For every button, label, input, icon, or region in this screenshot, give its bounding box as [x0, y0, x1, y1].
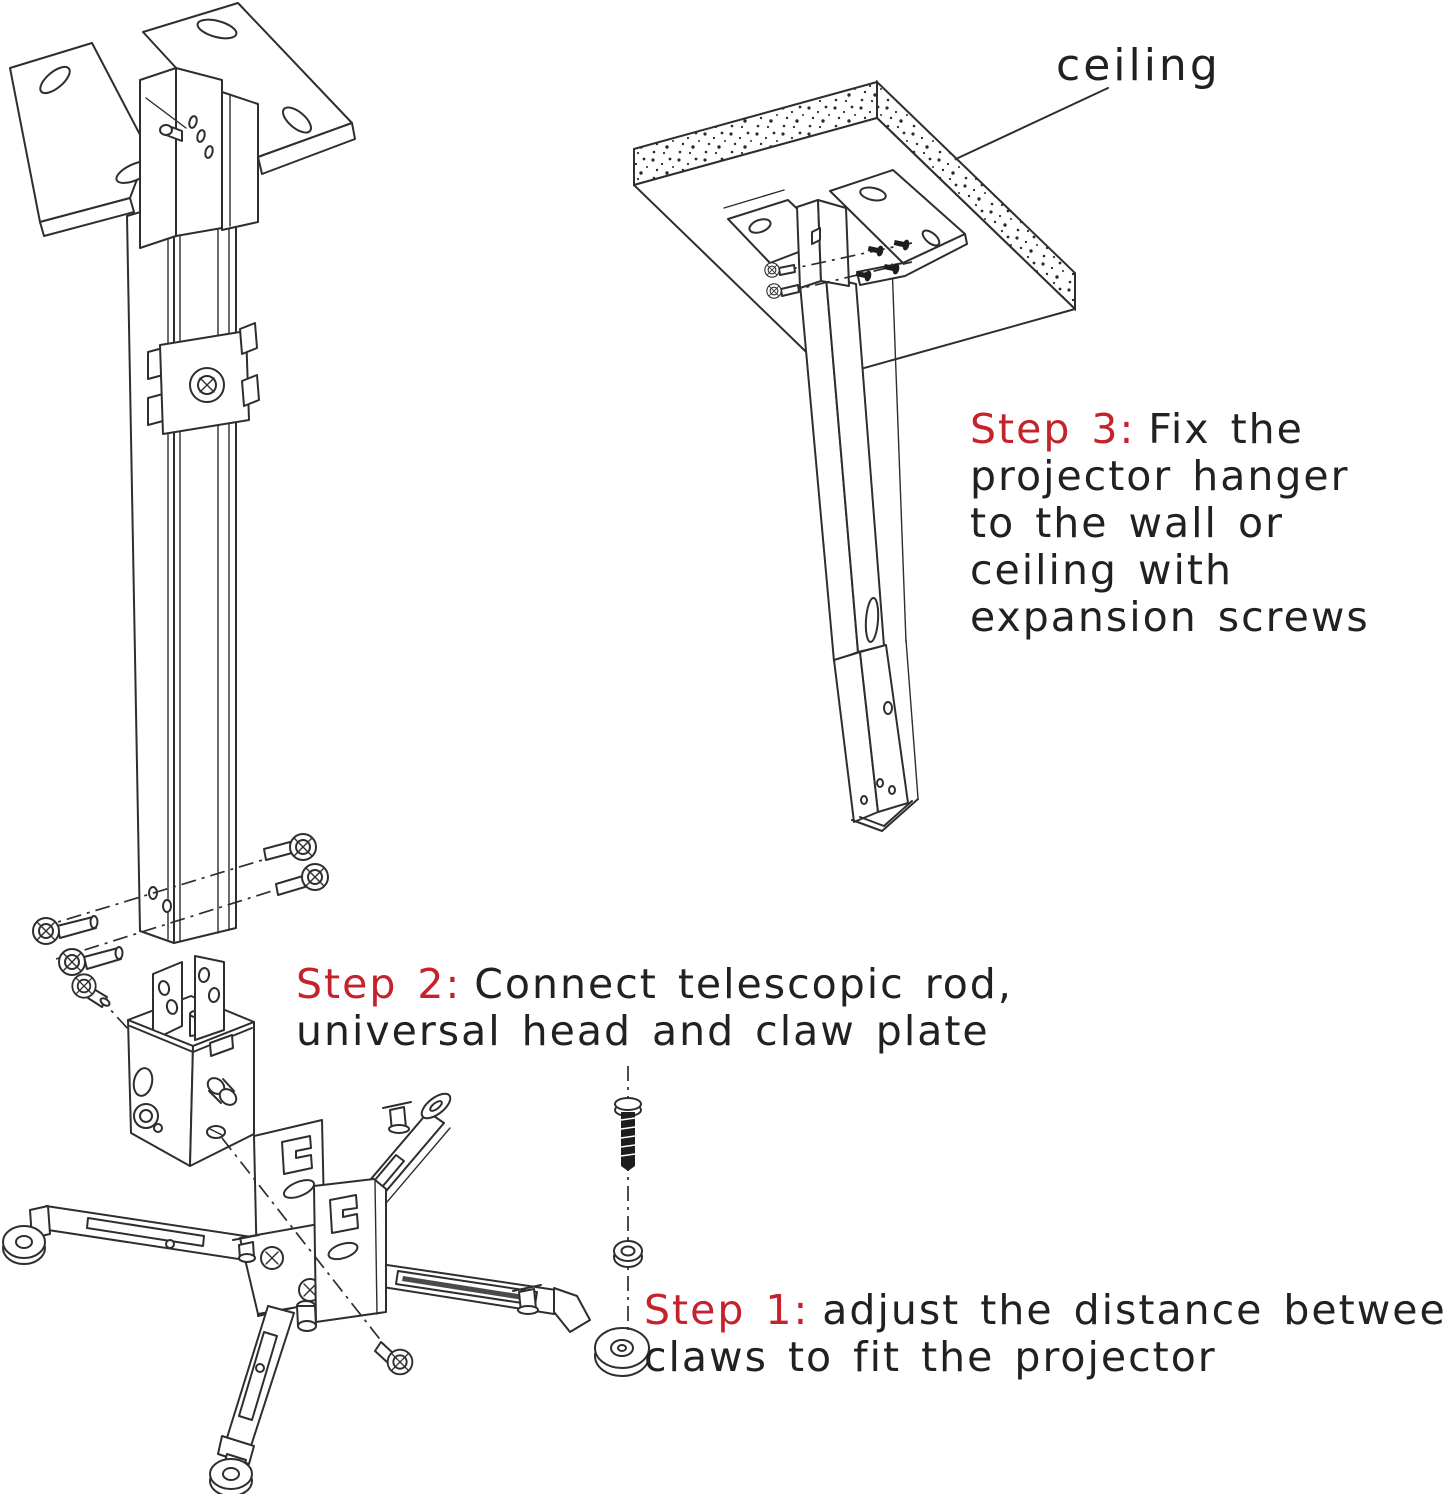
caption-line: Step 1:adjust the distance between: [644, 1287, 1445, 1334]
telescopic-rod-figure: [9, 2, 356, 976]
step-2-caption: Step 2:Connect telescopic rod, universal…: [296, 961, 1013, 1055]
universal-head-figure: [71, 955, 255, 1167]
ceiling-mount-figure: [633, 79, 1076, 832]
step-3-label: Step 3:: [970, 405, 1136, 453]
claw-plate-figure: [2, 1092, 650, 1494]
step-1-text-line-2: claws to fit the projector: [644, 1333, 1217, 1381]
caption-line: Step 2:Connect telescopic rod,: [296, 961, 1013, 1008]
step-2-text-line-1: Connect telescopic rod,: [474, 960, 1013, 1008]
step-1-caption: Step 1:adjust the distance between claws…: [644, 1287, 1445, 1381]
step-3-text-line-5: expansion screws: [970, 593, 1370, 641]
step-3-text-line-1: Fix the: [1148, 405, 1304, 453]
caption-line: Step 3:Fix the: [970, 406, 1370, 453]
ceiling-label-text: ceiling: [1056, 40, 1221, 91]
ceiling-leader-line: [957, 87, 1109, 159]
step-3-caption: Step 3:Fix the projector hanger to the w…: [970, 406, 1370, 641]
step-2-label: Step 2:: [296, 960, 462, 1008]
bolt-washer-figure: [613, 1066, 643, 1336]
step-3-text-line-3: to the wall or: [970, 499, 1284, 547]
step-1-label: Step 1:: [644, 1286, 810, 1334]
step-2-text-line-2: universal head and claw plate: [296, 1007, 990, 1055]
step-3-text-line-4: ceiling with: [970, 546, 1233, 594]
step-1-text-line-1: adjust the distance between: [822, 1286, 1445, 1334]
step-3-text-line-2: projector hanger: [970, 452, 1350, 500]
ceiling-label: ceiling: [1056, 40, 1221, 91]
